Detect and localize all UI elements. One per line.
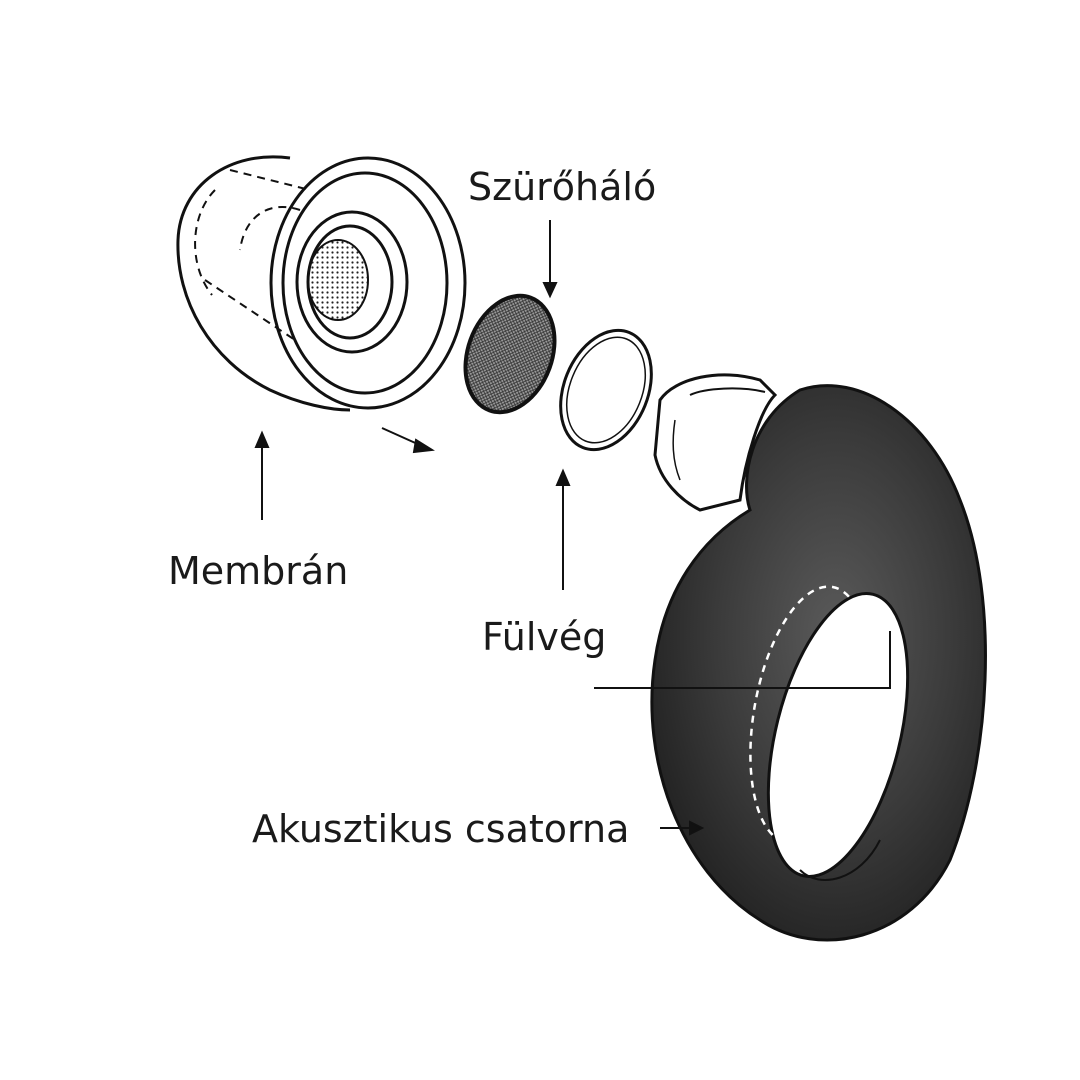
membrane-label: Membrán	[168, 549, 349, 593]
membrane-cap	[176, 155, 467, 412]
leader-lines	[254, 220, 898, 836]
acoustic-channel-label: Akusztikus csatorna	[252, 807, 630, 851]
ear-tip-label: Fülvég	[482, 615, 607, 659]
ear-tip-body	[650, 373, 987, 942]
filter-mesh-label: Szürőháló	[468, 165, 657, 209]
filter-mesh-disc	[463, 293, 557, 415]
ring-disc	[559, 328, 653, 452]
